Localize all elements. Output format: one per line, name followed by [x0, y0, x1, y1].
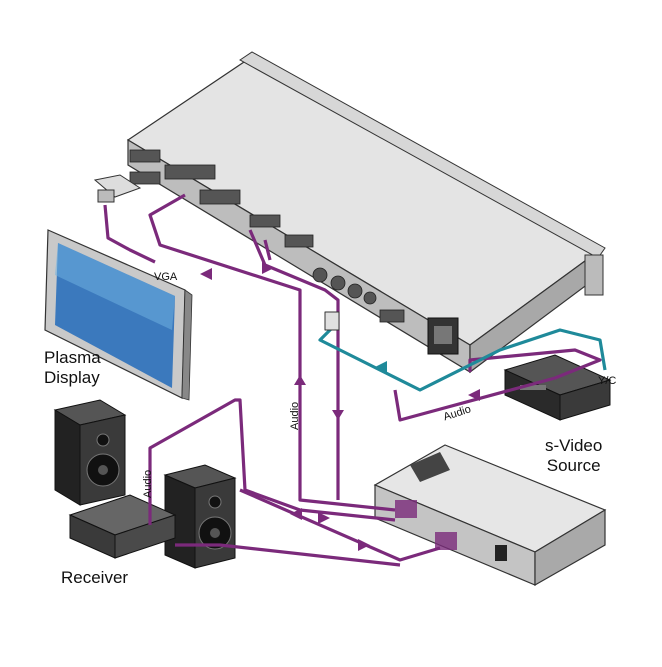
vga-label: VGA [154, 271, 178, 283]
plasma-display-label: Plasma Display [44, 348, 101, 387]
svideo-source-unit [503, 354, 612, 421]
yc-label: Y/C [598, 375, 617, 387]
scaler-unit [126, 51, 606, 374]
vga-connector [93, 174, 142, 203]
plasma-display [44, 229, 193, 401]
receiver-unit [68, 494, 177, 559]
signal-arrows [200, 262, 480, 551]
audio-interface-unit [373, 444, 607, 587]
speaker-left [53, 399, 127, 506]
yc-cable [318, 311, 607, 392]
audio-label-left: Audio [142, 469, 154, 498]
vga-cable [103, 204, 156, 264]
receiver-label: Receiver [61, 568, 129, 587]
audio-label-vertical: Audio [289, 401, 301, 430]
svideo-source-label: s-Video Source [545, 436, 603, 475]
